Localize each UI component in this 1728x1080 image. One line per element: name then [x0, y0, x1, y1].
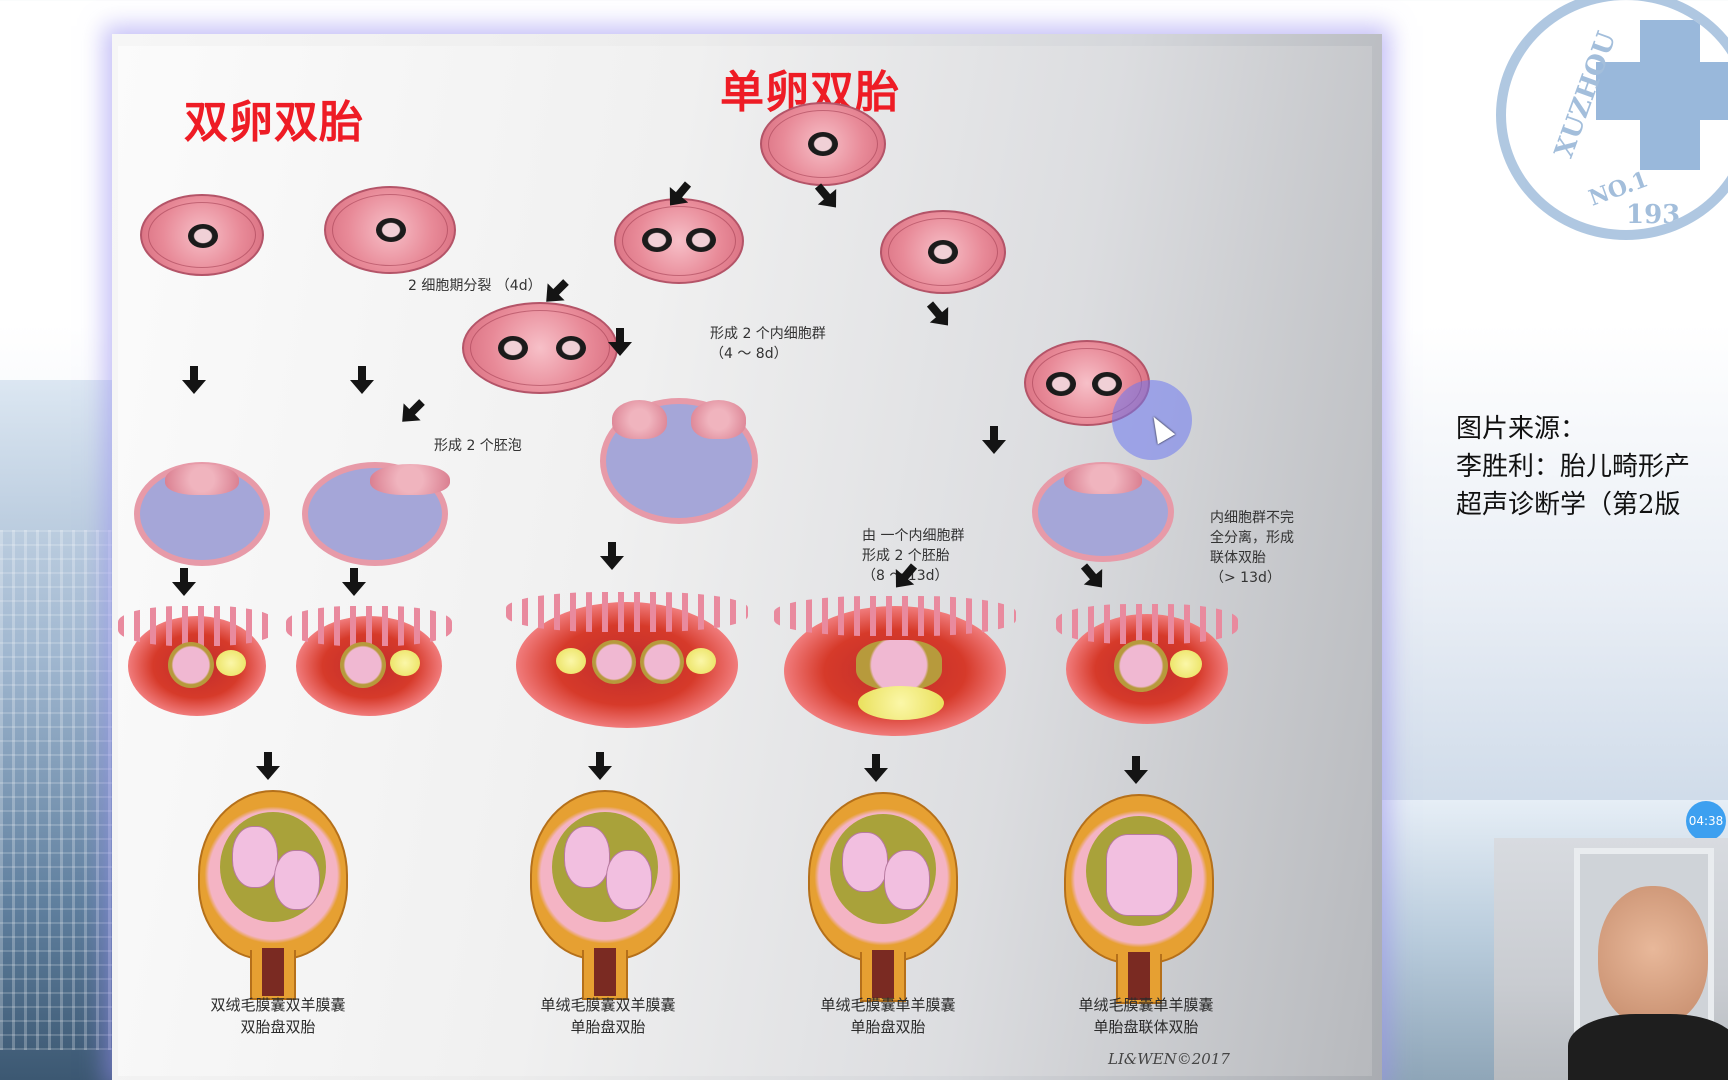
embryo-conjoined [1114, 640, 1168, 692]
cursor-highlight [1112, 380, 1192, 460]
two-cell-embryo [462, 302, 618, 394]
implantation-sac [118, 606, 276, 716]
recording-timer[interactable]: 04:38 [1686, 801, 1726, 841]
fetus [606, 850, 652, 910]
signature: LI&WEN©2017 [1108, 1050, 1230, 1068]
caption-dcda: 双绒毛膜囊双羊膜囊 双胎盘双胎 [210, 996, 346, 1036]
logo-cross-horizontal [1596, 62, 1728, 120]
embryo-pair [856, 640, 942, 690]
zygote-cell [140, 194, 264, 276]
implantation-sac-shared [506, 592, 748, 728]
yolk-sac [858, 686, 944, 720]
presenter-webcam[interactable] [1494, 838, 1728, 1080]
university-logo: XUZHOU NO.1 193 [1496, 0, 1728, 240]
embryo [640, 640, 684, 684]
implantation-sac [1056, 604, 1238, 724]
zygote-cell [760, 102, 886, 186]
source-line-2: 超声诊断学（第2版 [1456, 490, 1681, 520]
zygote-cell [880, 210, 1006, 294]
fetus [884, 850, 930, 910]
nucleus [642, 228, 672, 252]
embryo [592, 640, 636, 684]
implantation-sac [286, 606, 452, 716]
implantation-sac-shared [774, 596, 1016, 736]
label-two-cell-stage: 2 细胞期分裂 （4d） [408, 278, 542, 294]
fetus-conjoined [1106, 834, 1178, 916]
blastocyst [302, 462, 451, 566]
fetus [564, 826, 610, 888]
nucleus [808, 132, 838, 156]
blastocyst-two-icm [600, 398, 758, 524]
title-dizygotic: 双卵双胎 [184, 97, 364, 148]
two-cell-embryo [614, 198, 744, 284]
building-windows [0, 530, 130, 1050]
label-two-blastocysts: 形成 2 个胚泡 [434, 438, 522, 454]
embryo [340, 642, 386, 688]
nucleus [686, 228, 716, 252]
logo-text-year: 193 [1626, 200, 1681, 230]
source-line-1: 李胜利：胎儿畸形产 [1456, 452, 1691, 482]
label-two-inner-cell-masses: 形成 2 个内细胞群 （4 ～ 8d） [710, 326, 826, 362]
slide-frame: 双卵双胎 单卵双胎 2 细胞期分裂 （4d） 形成 2 个胚泡 形成 2 个内细… [112, 34, 1382, 1080]
yolk-sac [390, 650, 420, 676]
presenter-body [1568, 1014, 1728, 1080]
presenter-head [1598, 886, 1708, 1026]
nucleus [556, 336, 586, 360]
nucleus [1046, 372, 1076, 396]
source-label: 图片来源： [1456, 414, 1587, 444]
nucleus [376, 218, 406, 242]
image-source-note: 图片来源： 李胜利：胎儿畸形产 超声诊断学（第2版 [1456, 410, 1690, 524]
fetus [232, 826, 278, 888]
label-one-icm-two-embryos: 由 一个内细胞群 形成 2 个胚胎 （8 ～ 13d） [862, 528, 965, 584]
caption-conjoined: 单绒毛膜囊单羊膜囊 单胎盘联体双胎 [1078, 996, 1214, 1036]
fetus [842, 832, 888, 892]
slide-content: 双卵双胎 单卵双胎 2 细胞期分裂 （4d） 形成 2 个胚泡 形成 2 个内细… [118, 46, 1372, 1076]
yolk-sac [216, 650, 246, 676]
nucleus [188, 224, 218, 248]
label-conjoined-twins: 内细胞群不完 全分离，形成 联体双胎 （> 13d） [1210, 510, 1294, 586]
fetus [274, 850, 320, 910]
blastocyst [134, 462, 270, 566]
embryo [168, 642, 214, 688]
zygote-cell [324, 186, 456, 274]
nucleus [1092, 372, 1122, 396]
caption-mcda: 单绒毛膜囊双羊膜囊 单胎盘双胎 [540, 996, 676, 1036]
yolk-sac [686, 648, 716, 674]
nucleus [928, 240, 958, 264]
yolk-sac [1170, 650, 1202, 678]
caption-mcma: 单绒毛膜囊单羊膜囊 单胎盘双胎 [820, 996, 956, 1036]
yolk-sac [556, 648, 586, 674]
nucleus [498, 336, 528, 360]
blastocyst [1032, 462, 1174, 562]
